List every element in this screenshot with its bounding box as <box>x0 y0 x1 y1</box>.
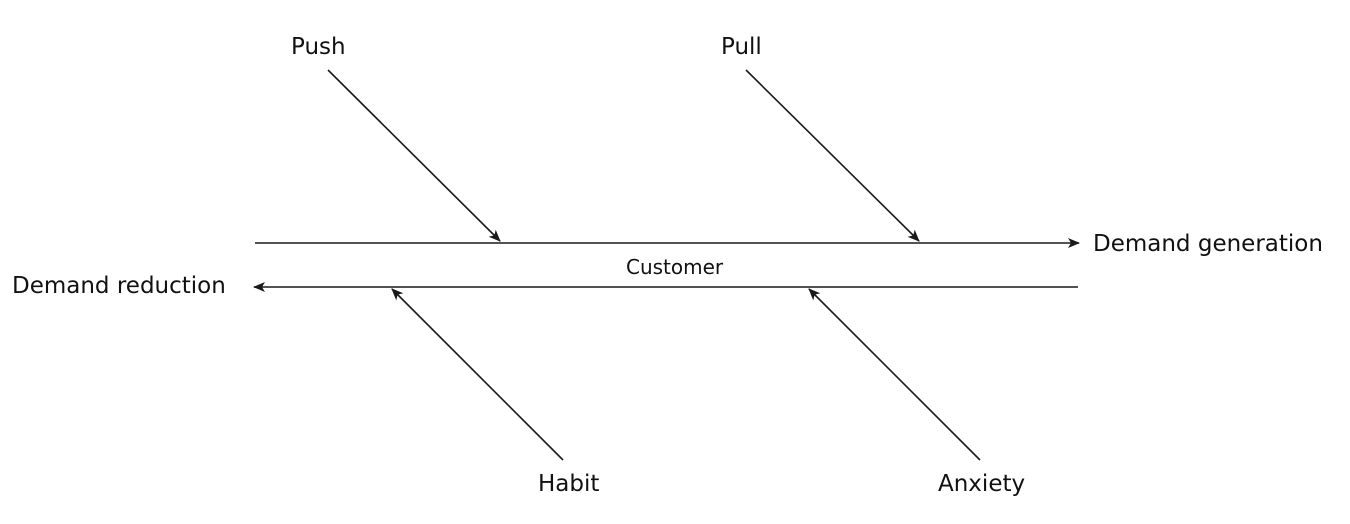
push-arrow <box>327 69 501 242</box>
pull-arrow <box>745 69 920 242</box>
demand-reduction-label: Demand reduction <box>12 273 226 299</box>
anxiety-label: Anxiety <box>938 471 1026 497</box>
habit-arrow <box>391 288 564 461</box>
anxiety-arrow <box>808 288 981 461</box>
demand-generation-label: Demand generation <box>1093 231 1323 257</box>
customer-label: Customer <box>626 255 724 279</box>
push-label: Push <box>291 34 346 60</box>
habit-label: Habit <box>538 471 600 497</box>
pull-label: Pull <box>721 34 762 60</box>
